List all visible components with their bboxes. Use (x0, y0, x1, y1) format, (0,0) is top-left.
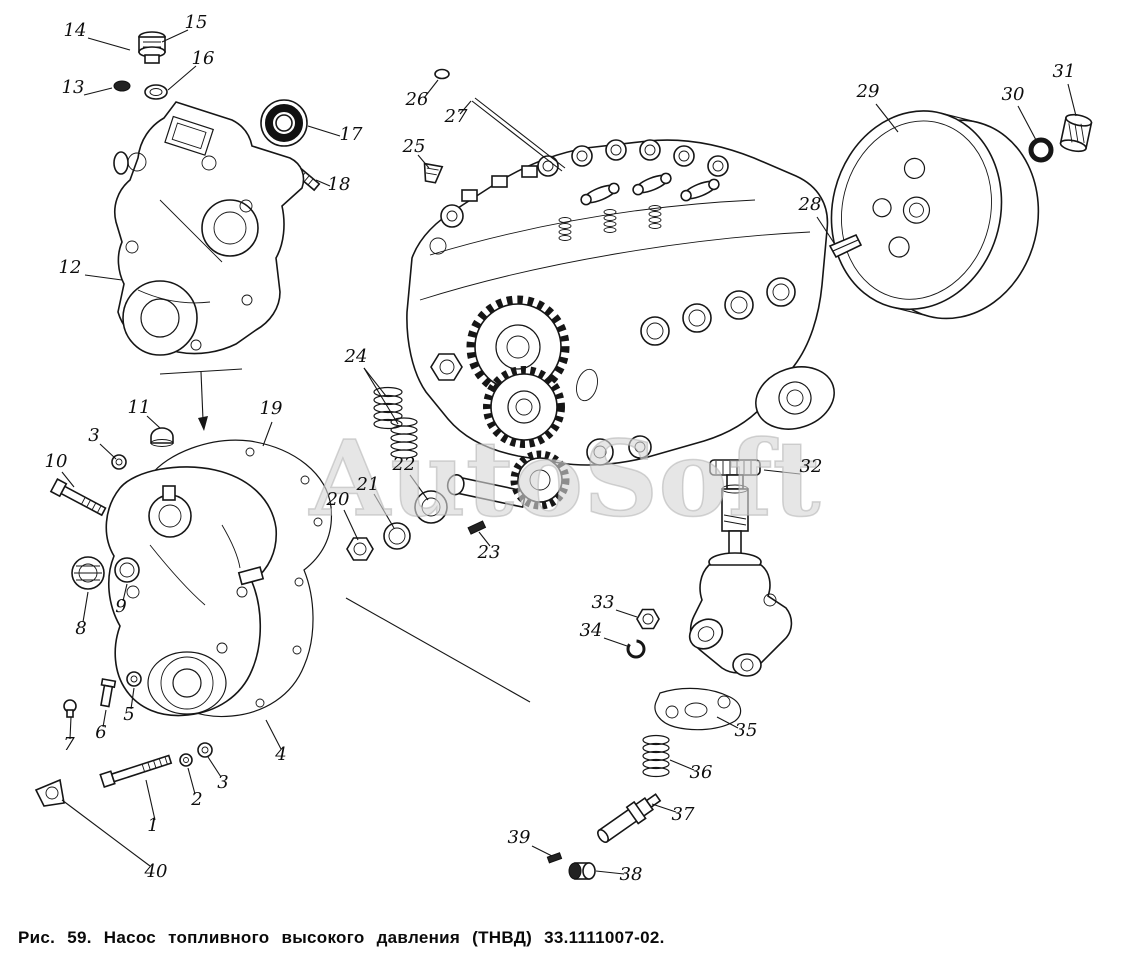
leader-lines (61, 29, 1077, 875)
part-label-21: 21 (356, 474, 380, 495)
part-label-33: 33 (592, 592, 615, 613)
part-label-3b: 3 (217, 772, 228, 793)
figure-caption: Рис. 59. Насос топливного высокого давле… (18, 928, 665, 947)
part-label-5: 5 (123, 704, 134, 725)
roller-38 (568, 862, 596, 880)
part-label-32: 32 (800, 456, 823, 477)
part-label-28: 28 (798, 194, 822, 215)
cone-40 (34, 778, 65, 807)
part-label-2: 2 (190, 789, 202, 810)
plunger-37 (597, 793, 662, 843)
bolt-1 (99, 754, 173, 788)
delivery-ports (640, 277, 796, 346)
bolt-10 (49, 478, 107, 517)
springs-24 (373, 386, 418, 459)
part-label-14: 14 (64, 20, 87, 41)
part-label-40: 40 (144, 861, 168, 882)
pump-housing-12 (113, 101, 305, 356)
fasteners-left (34, 427, 213, 807)
part-label-24: 24 (344, 346, 368, 367)
part-label-26: 26 (405, 89, 429, 110)
part-label-6: 6 (95, 722, 106, 743)
coupling-face (830, 110, 1003, 311)
nut-33 (636, 608, 660, 630)
part-label-10: 10 (45, 451, 68, 472)
part-label-36: 36 (690, 762, 713, 783)
bolt-6 (100, 678, 117, 708)
part-label-8: 8 (75, 618, 86, 639)
washer-13 (113, 80, 131, 92)
part-label-18: 18 (328, 174, 351, 195)
parts-33-39 (546, 608, 742, 880)
part-label-13: 13 (62, 77, 85, 98)
parts-25-27 (423, 68, 566, 184)
top-fittings (461, 139, 729, 202)
ring-21 (383, 522, 411, 550)
part-label-35: 35 (735, 720, 758, 741)
part-label-37: 37 (672, 804, 695, 825)
part-label-38: 38 (620, 864, 643, 885)
bushing-31 (1059, 113, 1093, 153)
washer-2 (179, 753, 193, 767)
rocker-arms (558, 172, 720, 241)
part-labels: 14 15 16 13 17 18 26 27 25 29 30 31 28 1… (45, 12, 1076, 885)
position-arrow (159, 368, 243, 431)
part-label-27: 27 (444, 106, 468, 127)
part-label-19: 19 (260, 398, 283, 419)
gasket-35 (654, 687, 742, 731)
ring-30 (1028, 137, 1054, 163)
part-label-39: 39 (508, 827, 531, 848)
pin-39 (546, 852, 563, 864)
part-label-15: 15 (185, 12, 208, 33)
coupling-29-group (828, 110, 1093, 320)
cap-11 (150, 427, 174, 444)
watermark-text: AutoSoft (309, 417, 821, 540)
spring-36 (642, 734, 670, 778)
part-label-3a: 3 (88, 425, 99, 446)
nut-20 (346, 537, 374, 561)
ring-9 (114, 557, 140, 583)
part-label-12: 12 (59, 257, 82, 278)
part-label-25: 25 (402, 136, 426, 157)
gear-train (346, 295, 570, 561)
cover-4 (105, 466, 278, 717)
washer-3b (197, 742, 213, 758)
key-23 (467, 520, 487, 535)
part-label-23: 23 (477, 542, 501, 563)
washer-5 (126, 671, 142, 687)
part-label-1: 1 (147, 815, 158, 836)
part-label-22: 22 (392, 454, 416, 475)
part-label-9: 9 (115, 596, 126, 617)
part-label-17: 17 (340, 124, 363, 145)
part-label-7: 7 (63, 734, 75, 755)
part-label-11: 11 (128, 397, 151, 418)
part-label-4: 4 (274, 744, 286, 765)
part-label-16: 16 (192, 48, 215, 69)
washer-34 (626, 639, 646, 659)
part-label-29: 29 (856, 81, 880, 102)
spacer-22 (414, 490, 448, 524)
part-label-34: 34 (580, 620, 603, 641)
part-label-20: 20 (326, 489, 350, 510)
part-label-30: 30 (1002, 84, 1025, 105)
part-label-31: 31 (1053, 61, 1076, 82)
fitting-group-top-left (113, 31, 321, 192)
hand-pump-32-group (688, 459, 793, 677)
